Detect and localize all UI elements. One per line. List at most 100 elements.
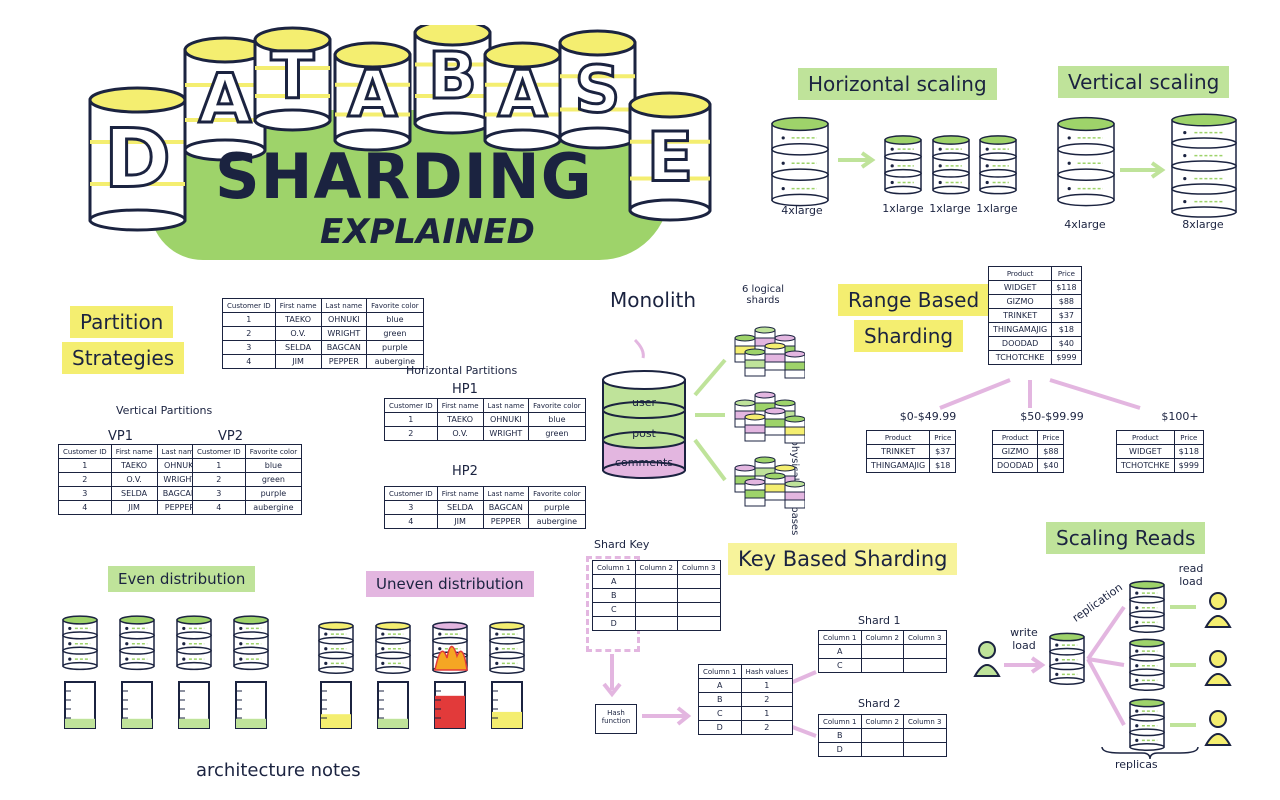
title-can-a: A: [183, 36, 267, 162]
range-shard2-cell: GIZMO: [991, 444, 1039, 459]
partition-title-line2: Strategies: [62, 342, 185, 374]
shard1-cell: [860, 644, 904, 659]
table-row: TRINKET$37: [865, 444, 957, 459]
range-cell: WIDGET: [987, 280, 1053, 295]
horizontal-small-db-2: [932, 135, 970, 195]
uneven-gauge-2: [377, 681, 409, 729]
vp2-cell: blue: [244, 458, 303, 473]
vp2-header: Customer ID: [192, 444, 246, 459]
range-cell: TRINKET: [987, 308, 1053, 323]
table-row: DOODAD$40: [987, 336, 1082, 351]
shard2-cell: [903, 742, 947, 757]
hp2-cell: aubergine: [528, 514, 586, 529]
range-cell: $37: [1051, 308, 1082, 323]
shard2-header: Column 3: [903, 714, 947, 729]
range-header: Price: [1051, 266, 1082, 281]
table-row: D: [818, 742, 947, 757]
key-cell: C: [592, 602, 636, 617]
logical-shard-db: [784, 350, 805, 379]
reader-user-icon-2: [1204, 650, 1232, 686]
monolith-diagram: [602, 326, 805, 509]
fire-icon: [434, 645, 468, 671]
partition-title-line1: Partition: [70, 306, 174, 338]
horizontal-big-label: 4xlarge: [781, 204, 823, 217]
table-row: THINGAMAJIG$18: [987, 322, 1082, 337]
vp2-cell: purple: [244, 486, 303, 501]
uneven-db-4: [489, 621, 525, 674]
vp1-cell: 2: [58, 472, 112, 487]
hp1-cell: 2: [384, 426, 438, 441]
even-gauge-4: [235, 681, 267, 729]
title-can-a: A: [333, 41, 412, 152]
hp1-cell: TAEKO: [436, 412, 484, 427]
vp2-cell: 1: [192, 458, 246, 473]
range-shard2-header: Price: [1037, 430, 1065, 445]
shard1-header: Column 1: [818, 630, 862, 645]
hp1-label: HP1: [452, 382, 478, 397]
footer-note: architecture notes: [196, 760, 361, 781]
shard1-cell: [903, 644, 947, 659]
writer-user-icon: [973, 641, 1001, 677]
shard-key-label: Shard Key: [594, 538, 650, 551]
hp2-cell: JIM: [436, 514, 484, 529]
table-row: C: [592, 602, 721, 617]
uneven-gauge-1: [320, 681, 352, 729]
horizontal-small-label-3: 1xlarge: [976, 202, 1018, 215]
range-cell: TCHOTCHKE: [987, 350, 1053, 365]
horizontal-small-label-2: 1xlarge: [929, 202, 971, 215]
key-cell: A: [592, 574, 636, 589]
table-row: TCHOTCHKE$999: [987, 350, 1082, 365]
logical-shard-db: [764, 342, 786, 371]
hash-cell: 1: [740, 706, 794, 721]
partition-cell: green: [366, 326, 424, 341]
hp2-cell: 3: [384, 500, 438, 515]
range-shard2-cell: $40: [1037, 458, 1065, 473]
title-can-d: D: [88, 86, 187, 232]
partition-cell: 1: [222, 312, 276, 327]
title-letter: A: [498, 58, 548, 132]
title-letter: A: [348, 58, 398, 132]
logical-shards-label: 6 logical shards: [742, 284, 784, 306]
horizontal-partitions-label: Horizontal Partitions: [406, 364, 518, 377]
hp1-cell: 1: [384, 412, 438, 427]
partition-cell: O.V.: [274, 326, 322, 341]
range-shard3-cell: $999: [1173, 458, 1205, 473]
range-shard1-cell: $37: [929, 444, 957, 459]
table-row: TCHOTCHKE$999: [1116, 458, 1205, 473]
vp1-header: Customer ID: [58, 444, 112, 459]
title-sub: EXPLAINED: [320, 212, 535, 252]
table-row: TRINKET$37: [987, 308, 1082, 323]
uneven-distribution-title: Uneven distribution: [366, 571, 534, 597]
key-cell: [677, 602, 721, 617]
vp2-cell: aubergine: [244, 500, 303, 515]
table-row: GIZMO$88: [991, 444, 1065, 459]
horizontal-small-db-1: [884, 135, 922, 195]
logical-shard-db: [784, 415, 805, 444]
hp1-cell: OHNUKI: [482, 412, 530, 427]
shard2-label: Shard 2: [858, 697, 901, 710]
scaling-diagram: [771, 113, 1237, 218]
hp1-header: Last name: [482, 398, 530, 413]
range-shard1-cell: $18: [929, 458, 957, 473]
vp1-cell: 3: [58, 486, 112, 501]
vertical-to-db: [1171, 113, 1237, 218]
uneven-gauge-3: [434, 681, 466, 729]
title-can-a: A: [483, 41, 562, 152]
replicas-brace: [1101, 746, 1199, 760]
key-cell: [677, 616, 721, 631]
hash-header: Column 1: [698, 664, 742, 679]
